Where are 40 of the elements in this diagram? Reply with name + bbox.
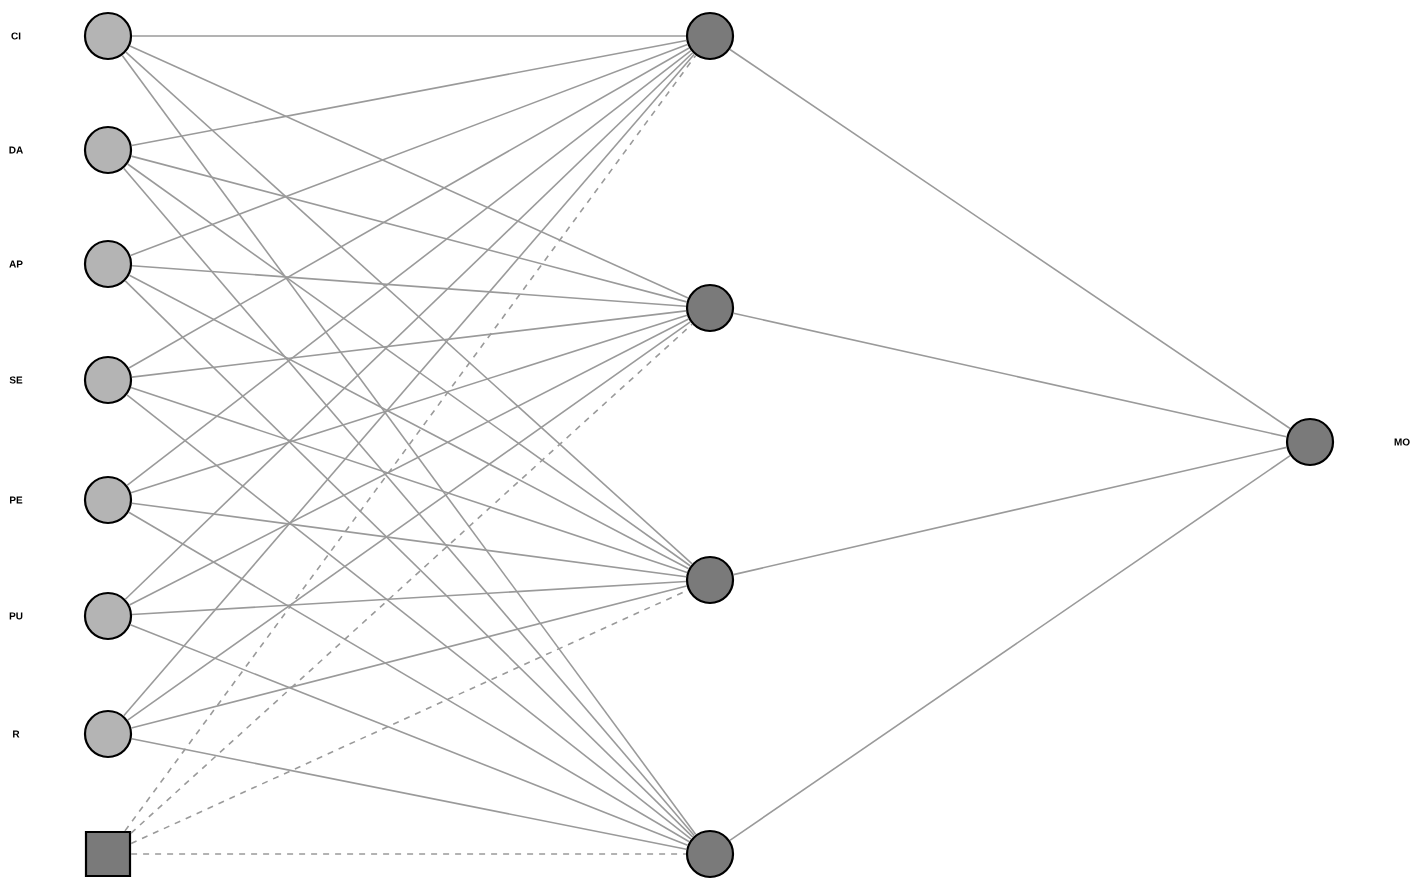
neuron-circle <box>83 591 133 641</box>
neuron-circle <box>83 125 133 175</box>
connection-line <box>126 163 692 567</box>
connection-line <box>130 39 688 147</box>
connection-line <box>131 35 687 37</box>
neuron-circle <box>83 475 133 525</box>
connection-line <box>128 511 691 843</box>
connection-line <box>729 48 1291 430</box>
connection-line <box>732 312 1288 438</box>
connection-line <box>130 737 688 851</box>
connection-line <box>131 580 687 616</box>
connection-line <box>130 585 688 729</box>
connection-line <box>131 310 687 378</box>
connection-line <box>131 502 687 578</box>
connection-line <box>126 394 692 840</box>
connection-line <box>126 49 692 487</box>
neuron-circle <box>83 355 133 405</box>
connection-line <box>129 43 689 257</box>
neuron-circle <box>83 11 133 61</box>
connection-line <box>126 321 692 721</box>
bias-square <box>84 830 132 878</box>
connection-line <box>130 314 688 494</box>
neuron-circle <box>685 283 735 333</box>
neuron-circle <box>685 829 735 879</box>
connection-line <box>122 53 696 717</box>
connection-line <box>129 45 689 299</box>
neuron-circle <box>1285 417 1335 467</box>
connection-line <box>732 446 1288 576</box>
connection-line <box>130 386 688 574</box>
connection-line <box>130 155 688 303</box>
neuron-circle <box>83 239 133 289</box>
connection-line <box>128 47 690 369</box>
neuron-circle <box>685 555 735 605</box>
connection-line <box>729 454 1291 842</box>
connection-line <box>131 264 687 308</box>
connection-line <box>130 853 687 855</box>
connection-line <box>128 318 690 606</box>
connection-line <box>128 274 690 570</box>
neuron-circle <box>83 709 133 759</box>
neuron-circle <box>685 11 735 61</box>
